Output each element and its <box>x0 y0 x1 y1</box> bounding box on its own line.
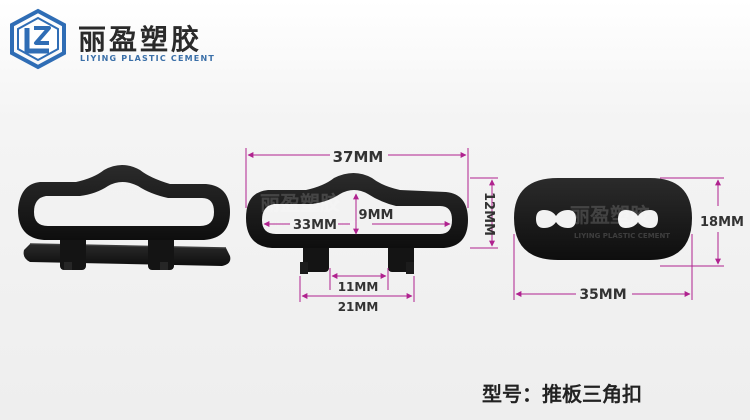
dim-inner-width: 33MM <box>293 218 337 233</box>
watermark-subtext-2: LIYING PLASTIC CEMENT <box>574 232 670 240</box>
watermark-subtext: LIYING PLASTIC CEMENT <box>262 220 358 228</box>
dim-plate-width: 35MM <box>579 287 626 303</box>
model-label: 型号：推板三角扣 <box>482 382 642 406</box>
buckle-front-view: 丽盈塑胶 LIYING PLASTIC CEMENT 37MM 12MM 33M… <box>245 148 498 314</box>
dim-total-width: 37MM <box>333 148 384 166</box>
brand-logo: 丽盈塑胶 LIYING PLASTIC CEMENT <box>8 8 214 70</box>
watermark-text-2: 丽盈塑胶 <box>570 203 650 227</box>
buckle-angled-view <box>18 165 231 270</box>
dim-clip-gap: 11MM <box>338 280 379 294</box>
watermark-text: 丽盈塑胶 <box>260 191 340 215</box>
plate-top-view: 丽盈塑胶 LIYING PLASTIC CEMENT 18MM 35MM <box>513 177 744 303</box>
dim-height: 12MM <box>481 192 496 236</box>
brand-subtitle: LIYING PLASTIC CEMENT <box>80 54 216 63</box>
dim-base-width: 21MM <box>338 300 379 314</box>
hexagon-lz-logo-icon <box>10 8 66 70</box>
dim-plate-height: 18MM <box>700 215 744 230</box>
dim-inner-height: 9MM <box>359 208 394 223</box>
brand-name: 丽盈塑胶 <box>78 23 203 56</box>
